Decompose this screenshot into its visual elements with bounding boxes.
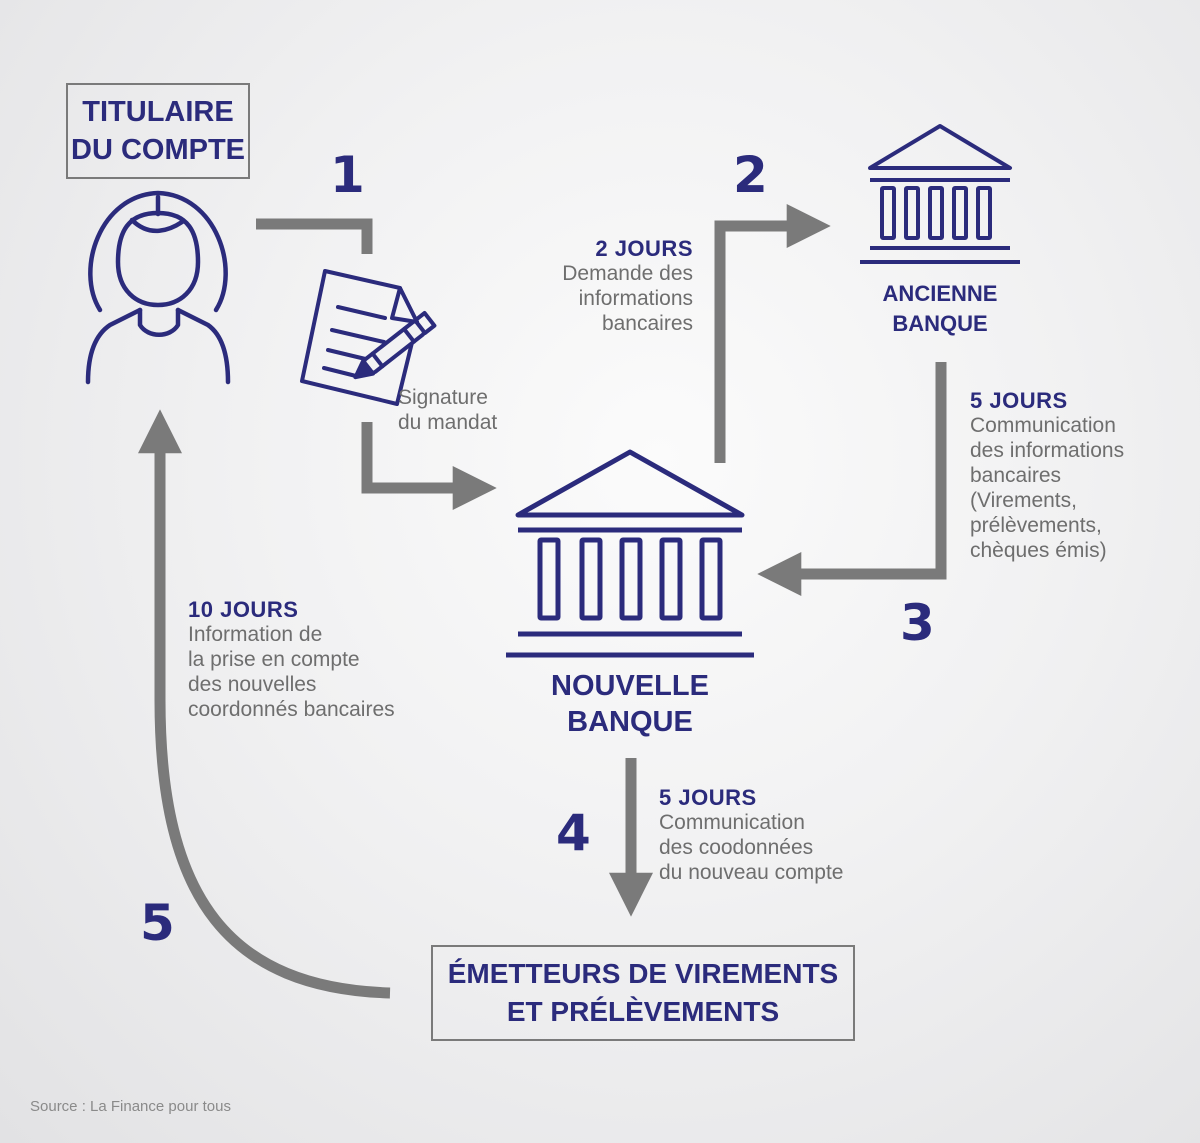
step-3-line: chèques émis) (970, 539, 1107, 562)
step-2-line: Demande des (562, 262, 693, 285)
step-5-info: 10 JOURS Information de la prise en comp… (188, 597, 395, 722)
issuers-label-line1: ÉMETTEURS DE VIREMENTS (447, 958, 839, 989)
step-4-line: du nouveau compte (659, 861, 844, 884)
step-1-number: 1 (330, 146, 365, 204)
issuers-box: ÉMETTEURS DE VIREMENTS ET PRÉLÈVEMENTS (431, 945, 855, 1041)
person-icon (85, 190, 231, 385)
step-4-line: Communication (659, 811, 805, 834)
new-bank-label-line2: BANQUE (567, 706, 693, 738)
old-bank-label-line2: BANQUE (892, 311, 988, 336)
holder-label-line2: DU COMPTE (71, 134, 245, 166)
step-1-info: Signature du mandat (398, 385, 497, 435)
step-5-line: la prise en compte (188, 648, 360, 671)
step-3-line: Communication (970, 414, 1116, 437)
step-2-line: bancaires (601, 312, 693, 335)
arrow-step-1-a (256, 218, 373, 254)
step-3-line: des informations (970, 439, 1125, 462)
step-2-line: informations (578, 287, 693, 310)
new-bank-label: NOUVELLE BANQUE (520, 668, 740, 740)
step-3-info: 5 JOURS Communication des informations b… (970, 388, 1124, 563)
step-3-days: 5 JOURS (970, 388, 1068, 413)
bank-icon-large (506, 449, 754, 658)
holder-label-line1: TITULAIRE (82, 96, 234, 128)
step-4-days: 5 JOURS (659, 785, 757, 810)
source-credit: Source : La Finance pour tous (30, 1098, 231, 1115)
step-2-number: 2 (733, 146, 768, 204)
step-1-line: du mandat (398, 411, 498, 434)
step-4-line: des coodonnées (659, 836, 814, 859)
arrow-step-3 (757, 362, 947, 596)
step-3-line: bancaires (970, 464, 1062, 487)
step-5-line: Information de (188, 623, 323, 646)
arrow-step-5 (138, 409, 391, 999)
old-bank-label-line1: ANCIENNE (882, 281, 998, 306)
step-4-info: 5 JOURS Communication des coodonnées du … (659, 785, 843, 885)
step-5-line: coordonnés bancaires (188, 698, 395, 721)
step-3-line: prélèvements, (970, 514, 1102, 537)
holder-box: TITULAIRE DU COMPTE (66, 83, 250, 179)
old-bank-label: ANCIENNE BANQUE (860, 279, 1020, 339)
document-pen-icon (300, 269, 437, 406)
step-2-days: 2 JOURS (595, 236, 693, 261)
step-3-number: 3 (900, 594, 935, 652)
arrow-step-1-b (361, 422, 497, 510)
issuers-label-line2: ET PRÉLÈVEMENTS (506, 996, 780, 1027)
step-5-number: 5 (140, 894, 175, 952)
step-2-info: 2 JOURS Demande des informations bancair… (493, 236, 693, 336)
step-5-days: 10 JOURS (188, 597, 299, 622)
arrow-step-2 (714, 204, 831, 463)
bank-icon (860, 124, 1020, 264)
step-3-line: (Virements, (970, 489, 1077, 512)
step-5-line: des nouvelles (188, 673, 317, 696)
step-1-line: Signature (398, 386, 488, 409)
step-4-number: 4 (556, 804, 591, 862)
new-bank-label-line1: NOUVELLE (551, 670, 709, 702)
